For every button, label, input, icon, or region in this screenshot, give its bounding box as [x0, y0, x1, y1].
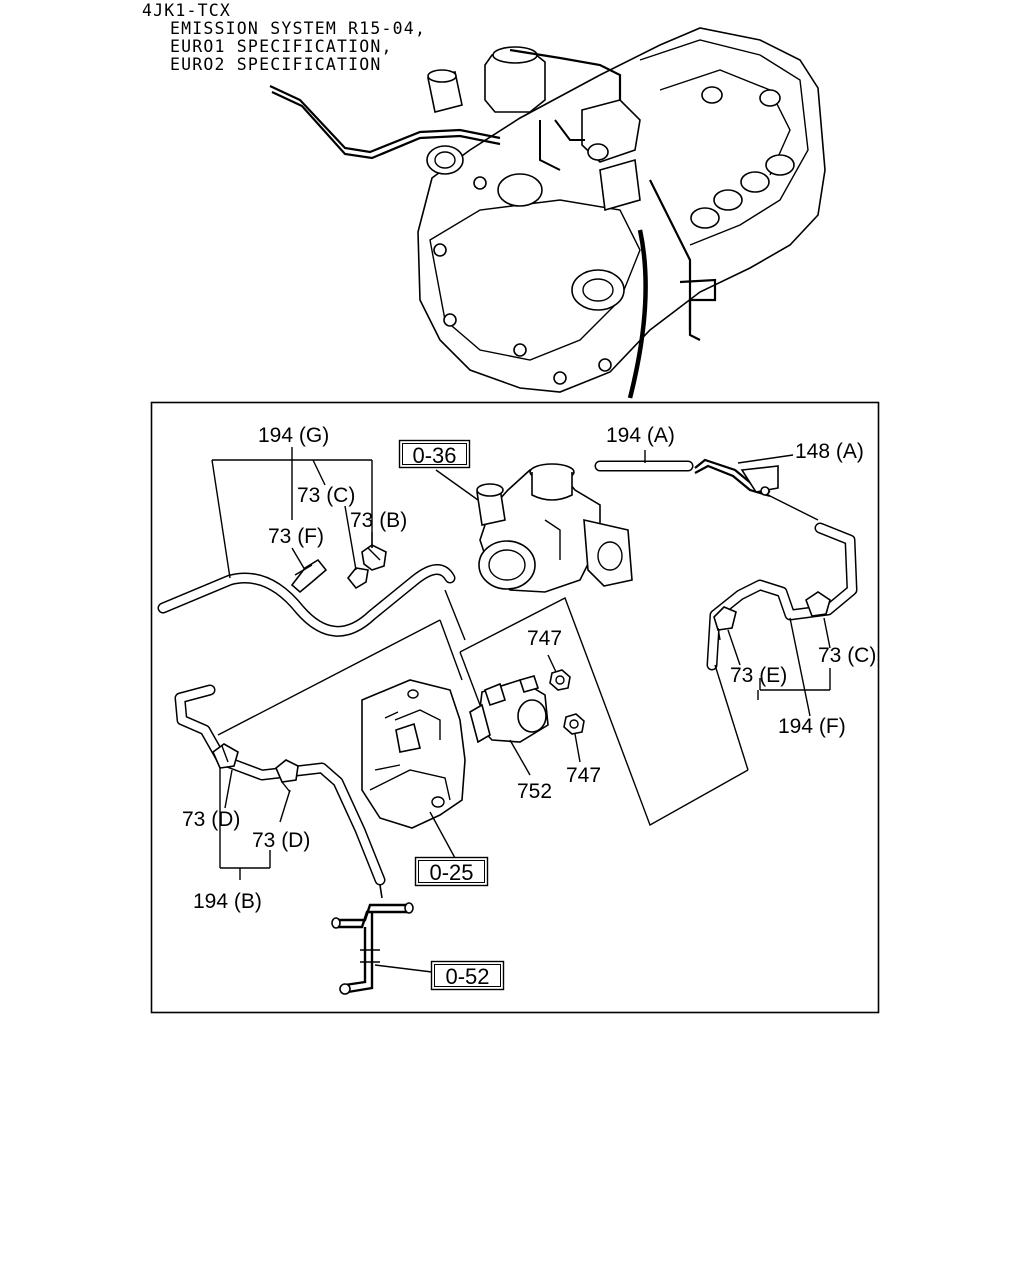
- callout-73b: 73 (B): [350, 509, 407, 532]
- clamp-73d-left: [212, 743, 239, 769]
- ref-box-0-52: 0-52: [430, 960, 505, 991]
- ref-0-36-label: 0-36: [412, 443, 456, 468]
- hose-194f: [706, 522, 858, 671]
- callout-194f: 194 (F): [778, 715, 846, 738]
- callout-73c-top: 73 (C): [297, 484, 355, 507]
- callout-747-bottom: 747: [566, 764, 601, 787]
- ref-0-25-label: 0-25: [429, 860, 473, 885]
- callout-73e: 73 (E): [730, 664, 787, 687]
- clamp-73f: [290, 558, 328, 594]
- ref-box-0-25: 0-25: [414, 856, 489, 887]
- bracket-0-25: [361, 679, 466, 829]
- hose-194b: [174, 684, 386, 886]
- clamp-73c-top: [346, 567, 369, 590]
- callout-752: 752: [517, 780, 552, 803]
- callout-194b: 194 (B): [193, 890, 262, 913]
- turbocharger: [476, 463, 633, 593]
- ref-box-0-36: 0-36: [398, 439, 471, 469]
- engine-illustration: [269, 27, 826, 393]
- callout-148a: 148 (A): [795, 440, 864, 463]
- detail-frame: [150, 401, 880, 1014]
- callout-73f: 73 (F): [268, 525, 324, 548]
- callout-747-top: 747: [527, 627, 562, 650]
- diagram-header: 4JK1-TCX EMISSION SYSTEM R15-04, EURO1 S…: [142, 2, 426, 74]
- callout-73c-right: 73 (C): [818, 644, 876, 667]
- clamp-73d-right: [275, 759, 299, 793]
- callout-73d-right: 73 (D): [252, 829, 310, 852]
- clamp-73c-right: [805, 591, 831, 617]
- clamp-73b: [361, 544, 387, 571]
- callout-194g: 194 (G): [258, 424, 329, 447]
- callout-73d-left: 73 (D): [182, 808, 240, 831]
- ref-0-52-label: 0-52: [445, 964, 489, 989]
- engine-model: 4JK1-TCX: [142, 1, 232, 20]
- nut-747-bottom: [563, 713, 585, 735]
- pipe-0-52: [331, 884, 414, 995]
- pipe-148a: [694, 458, 779, 498]
- hose-194g: [157, 564, 456, 637]
- spec-line-1: EMISSION SYSTEM R15-04,: [170, 19, 427, 38]
- spec-line-3: EURO2 SPECIFICATION: [170, 55, 382, 74]
- callout-194a: 194 (A): [606, 424, 675, 447]
- engine-to-detail-leader: [627, 229, 648, 399]
- spec-line-2: EURO1 SPECIFICATION,: [170, 37, 393, 56]
- solenoid-752: [469, 675, 549, 744]
- clamp-73e: [713, 606, 737, 641]
- nut-747-top: [549, 669, 571, 691]
